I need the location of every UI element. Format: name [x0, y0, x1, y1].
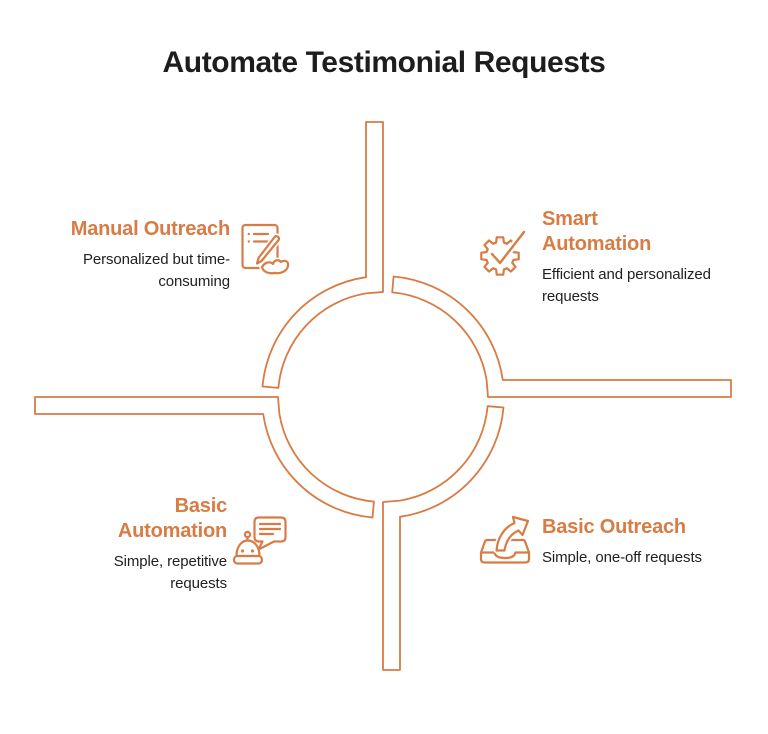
robot-chat-icon: [232, 512, 288, 568]
quadrant-basic-outreach: Basic Outreach Simple, one-off requests: [542, 515, 762, 569]
quadrant-description: Simple, one-off requests: [542, 549, 702, 566]
quadrant-description: Simple, repetitive requests: [113, 553, 227, 592]
gear-check-icon: [478, 222, 534, 278]
outbox-arrow-icon: [477, 511, 533, 567]
quadrant-smart-automation: Smart Automation Efficient and personali…: [542, 207, 722, 308]
arm-left-arc-bottom-left: [34, 396, 375, 519]
quadrant-heading: Manual Outreach: [70, 218, 230, 240]
arm-bottom-arc-bottom-right: [382, 405, 505, 671]
arm-right-arc-top-right: [391, 275, 732, 398]
page-title: Automate Testimonial Requests: [162, 46, 606, 79]
quadrant-basic-automation: Basic Automation Simple, repetitive requ…: [87, 494, 227, 595]
arm-top-arc-top-left: [261, 121, 384, 389]
quadrant-heading: Basic Automation: [117, 495, 227, 542]
quadrant-heading: Smart Automation: [542, 208, 652, 255]
quadrant-manual-outreach: Manual Outreach Personalized but time-co…: [40, 217, 230, 293]
document-pen-icon: [238, 220, 294, 276]
quadrant-description: Personalized but time-consuming: [82, 251, 230, 290]
quadrant-description: Efficient and personalized requests: [542, 266, 711, 305]
quadrant-heading: Basic Outreach: [542, 516, 686, 538]
